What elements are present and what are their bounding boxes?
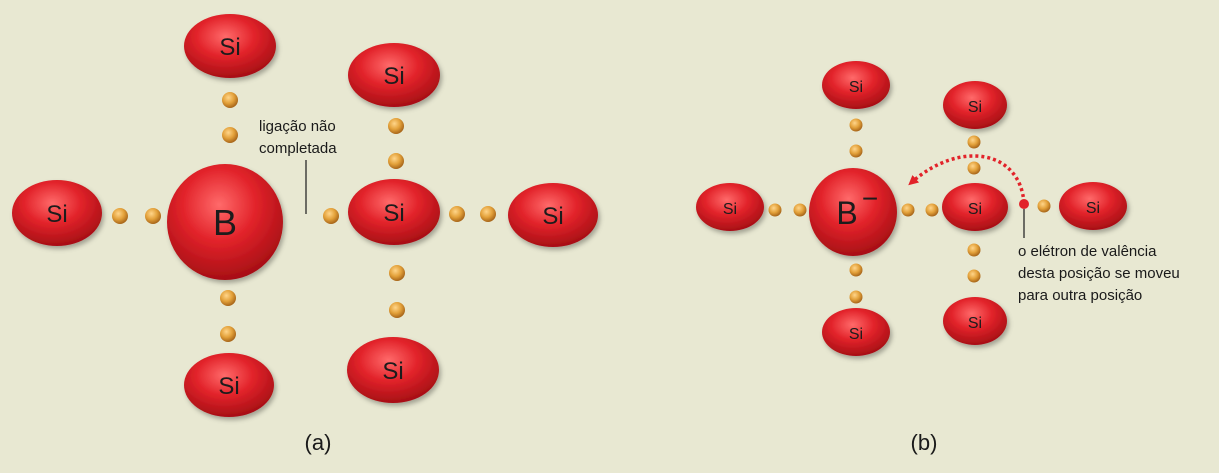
electron: [901, 203, 915, 217]
boron-ion: B −: [809, 168, 897, 256]
silicon-atom: Si: [943, 297, 1007, 345]
electron: [220, 290, 236, 306]
electron: [323, 208, 339, 224]
panel-b-caption: (b): [911, 430, 938, 455]
electron: [222, 127, 238, 143]
silicon-atom: Si: [12, 180, 102, 246]
electron: [389, 265, 405, 281]
silicon-label: Si: [382, 358, 403, 385]
silicon-label: Si: [849, 326, 863, 343]
valence-note-line3: para outra posição: [1018, 287, 1142, 304]
electron: [145, 208, 161, 224]
electron: [388, 153, 404, 169]
electron: [768, 203, 782, 217]
valence-note-line1: o elétron de valência: [1018, 243, 1157, 260]
electron: [793, 203, 807, 217]
silicon-atom: Si: [822, 61, 890, 109]
silicon-atom: Si: [822, 308, 890, 356]
panel-a-electrons: [112, 92, 496, 342]
incomplete-bond-note-line1: ligação não: [259, 118, 336, 135]
panel-a: ligação não completada Si Si B Si Si Si: [12, 14, 598, 455]
silicon-label: Si: [383, 63, 404, 90]
electron: [849, 144, 863, 158]
hole-marker: [1019, 199, 1029, 209]
silicon-atom: Si: [348, 179, 440, 245]
electron: [849, 290, 863, 304]
electron: [449, 206, 465, 222]
panel-b: o elétron de valência desta posição se m…: [696, 61, 1180, 455]
electron: [388, 118, 404, 134]
silicon-label: Si: [46, 201, 67, 228]
boron-charge: −: [862, 183, 878, 214]
silicon-label: Si: [968, 99, 982, 116]
electron: [849, 263, 863, 277]
panel-b-electrons: [768, 118, 1051, 304]
silicon-atom: Si: [942, 183, 1008, 231]
silicon-atom: Si: [696, 183, 764, 231]
silicon-atom: Si: [943, 81, 1007, 129]
silicon-label: Si: [218, 373, 239, 400]
electron: [925, 203, 939, 217]
silicon-label: Si: [723, 201, 737, 218]
incomplete-bond-note-line2: completada: [259, 140, 337, 157]
electron: [967, 161, 981, 175]
panel-a-caption: (a): [305, 430, 332, 455]
silicon-label: Si: [542, 203, 563, 230]
electron: [967, 243, 981, 257]
electron: [849, 118, 863, 132]
electron: [1037, 199, 1051, 213]
silicon-label: Si: [219, 34, 240, 61]
electron: [112, 208, 128, 224]
electron: [967, 269, 981, 283]
electron: [220, 326, 236, 342]
electron: [389, 302, 405, 318]
silicon-atom: Si: [1059, 182, 1127, 230]
boron-label: B: [836, 195, 857, 231]
silicon-label: Si: [849, 79, 863, 96]
electron: [222, 92, 238, 108]
silicon-label: Si: [968, 315, 982, 332]
boron-label: B: [213, 202, 237, 243]
boron-atom: B: [167, 164, 283, 280]
silicon-label: Si: [968, 201, 982, 218]
electron: [480, 206, 496, 222]
silicon-atom: Si: [184, 14, 276, 78]
silicon-atom: Si: [184, 353, 274, 417]
silicon-label: Si: [1086, 200, 1100, 217]
valence-note-line2: desta posição se moveu: [1018, 265, 1180, 282]
silicon-label: Si: [383, 200, 404, 227]
silicon-atom: Si: [508, 183, 598, 247]
silicon-atom: Si: [348, 43, 440, 107]
silicon-atom: Si: [347, 337, 439, 403]
electron: [967, 135, 981, 149]
